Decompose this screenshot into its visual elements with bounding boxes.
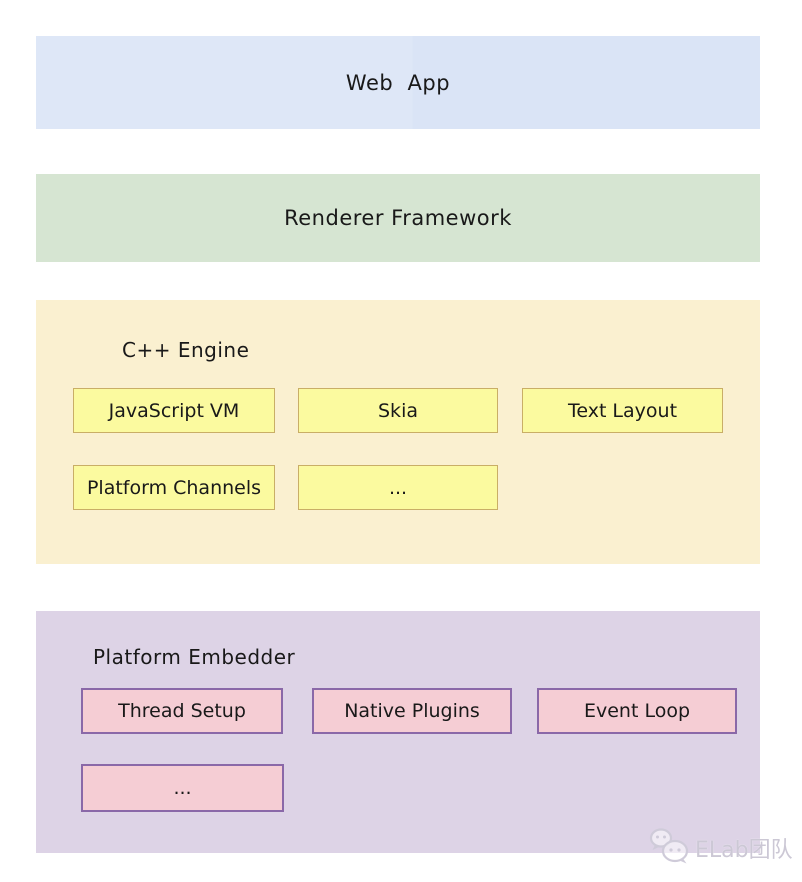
layer-platform-embedder-title: Platform Embedder (93, 645, 296, 669)
layer-platform-embedder: Platform Embedder Thread Setup Native Pl… (36, 611, 760, 853)
engine-box-platform-channels-label: Platform Channels (86, 476, 262, 499)
embedder-box-ellipsis-label: ... (173, 777, 192, 799)
engine-box-ellipsis: ... (298, 465, 498, 510)
engine-box-ellipsis-label: ... (388, 476, 408, 499)
engine-box-skia-label: Skia (378, 399, 418, 422)
engine-box-text-layout-label: Text Layout (567, 399, 678, 422)
layer-renderer-framework-title: Renderer Framework (284, 206, 512, 230)
embedder-box-native-plugins-label: Native Plugins (344, 700, 480, 722)
watermark-text: ELab团队 (695, 838, 793, 863)
layer-web-app: Web App (36, 36, 760, 129)
embedder-box-event-loop-label: Event Loop (583, 700, 691, 722)
embedder-box-thread-setup: Thread Setup (81, 688, 283, 734)
engine-box-platform-channels: Platform Channels (73, 465, 275, 510)
wechat-icon (648, 827, 690, 869)
embedder-box-ellipsis: ... (81, 764, 284, 812)
embedder-box-thread-setup-label: Thread Setup (118, 700, 246, 722)
engine-box-javascript-vm-label: JavaScript VM (108, 399, 240, 422)
engine-box-skia: Skia (298, 388, 498, 433)
layer-cpp-engine-title: C++ Engine (122, 338, 250, 362)
layer-web-app-title: Web App (345, 70, 451, 95)
embedder-box-native-plugins: Native Plugins (312, 688, 512, 734)
embedder-box-event-loop: Event Loop (537, 688, 737, 734)
engine-box-text-layout: Text Layout (522, 388, 723, 433)
engine-box-javascript-vm: JavaScript VM (73, 388, 275, 433)
watermark: ELab团队 (648, 827, 793, 869)
layer-renderer-framework: Renderer Framework (36, 174, 760, 262)
layer-cpp-engine: C++ Engine JavaScript VM Skia Text Layou… (36, 300, 760, 564)
